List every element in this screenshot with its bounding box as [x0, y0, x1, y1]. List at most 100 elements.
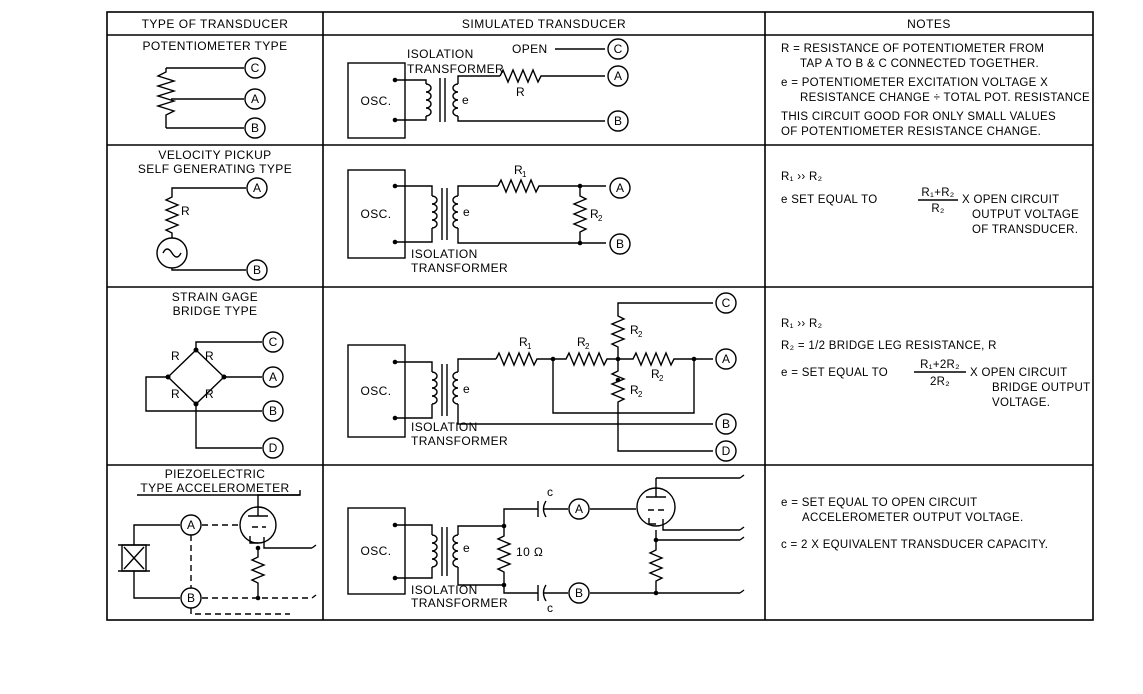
svg-text:D: D — [269, 441, 278, 455]
svg-text:OF TRANSDUCER.: OF TRANSDUCER. — [972, 224, 1078, 236]
svg-text:C: C — [614, 42, 623, 56]
notes-potentiometer: R = RESISTANCE OF POTENTIOMETER FROM TAP… — [781, 43, 1090, 138]
simulated-piezo-circuit: OSC. c c 10 Ω e ISOLATION TRANS — [347, 474, 745, 615]
svg-text:THIS CIRCUIT GOOD FOR ONLY SMA: THIS CIRCUIT GOOD FOR ONLY SMALL VALUES — [781, 111, 1056, 123]
svg-text:R: R — [205, 387, 214, 401]
svg-text:TRANSFORMER: TRANSFORMER — [411, 434, 508, 448]
svg-text:R: R — [171, 349, 180, 363]
svg-text:R₂ = 1/2 BRIDGE LEG RESISTA: R₂ = 1/2 BRIDGE LEG RESISTANCE, R — [781, 340, 997, 352]
svg-text:R: R — [519, 335, 528, 349]
svg-text:ISOLATION: ISOLATION — [407, 47, 474, 61]
svg-text:PIEZOELECTRIC: PIEZOELECTRIC — [165, 467, 266, 481]
svg-text:OSC.: OSC. — [361, 384, 392, 398]
header-notes: NOTES — [907, 17, 951, 31]
simulated-bridge-circuit: OSC. e R 1 — [347, 292, 737, 462]
svg-text:D: D — [722, 444, 731, 458]
svg-text:2R₂: 2R₂ — [930, 376, 950, 388]
table-grid — [106, 11, 1094, 621]
svg-text:SELF GENERATING TYPE: SELF GENERATING TYPE — [138, 162, 292, 176]
notes-strain-gage: R₁ ›› R₂ R₂ = 1/2 BRIDGE LEG RESISTANCE,… — [781, 318, 1090, 409]
svg-text:2: 2 — [659, 374, 664, 383]
svg-text:ISOLATION: ISOLATION — [411, 420, 478, 434]
svg-text:1: 1 — [522, 170, 527, 179]
row-potentiometer: POTENTIOMETER TYPE C A B OSC. — [143, 38, 1090, 139]
svg-text:R: R — [577, 335, 586, 349]
svg-text:B: B — [616, 237, 624, 251]
row-piezoelectric: PIEZOELECTRIC TYPE ACCELEROMETER A B — [118, 467, 1048, 615]
svg-text:A: A — [616, 181, 624, 195]
svg-text:A: A — [575, 502, 583, 516]
svg-text:ISOLATION: ISOLATION — [411, 247, 478, 261]
oscillator-box — [347, 507, 406, 595]
svg-text:C: C — [269, 335, 278, 349]
svg-text:A: A — [251, 92, 259, 106]
svg-text:X OPEN CIRCUIT: X OPEN CIRCUIT — [962, 194, 1060, 206]
svg-text:OPEN: OPEN — [512, 42, 548, 56]
velocity-pickup-symbol: R A B — [156, 177, 268, 281]
svg-text:A: A — [614, 69, 622, 83]
svg-text:B: B — [253, 263, 261, 277]
svg-text:e = SET EQUAL TO OPEN CIRC: e = SET EQUAL TO OPEN CIRCUIT — [781, 497, 977, 509]
svg-text:A: A — [722, 352, 730, 366]
svg-text:R: R — [171, 387, 180, 401]
svg-text:e: e — [463, 382, 470, 396]
svg-text:B: B — [575, 586, 583, 600]
svg-text:2: 2 — [638, 390, 643, 399]
svg-text:c: c — [547, 485, 553, 499]
svg-text:2: 2 — [638, 330, 643, 339]
svg-text:ISOLATION: ISOLATION — [411, 583, 478, 597]
row-strain-gage: STRAIN GAGE BRIDGE TYPE R R R R C A B D … — [145, 290, 1090, 462]
row-velocity-pickup: VELOCITY PICKUP SELF GENERATING TYPE R A… — [138, 148, 1079, 281]
svg-text:TRANSFORMER: TRANSFORMER — [411, 261, 508, 275]
svg-text:A: A — [269, 370, 277, 384]
svg-text:B: B — [187, 591, 195, 605]
svg-text:R₂: R₂ — [931, 203, 944, 215]
svg-text:R₁ ›› R₂: R₁ ›› R₂ — [781, 318, 822, 330]
svg-text:R = RESISTANCE OF POTENTIOMETE: R = RESISTANCE OF POTENTIOMETER FROM — [781, 43, 1044, 55]
svg-text:R: R — [516, 85, 525, 99]
svg-text:e SET EQUAL TO: e SET EQUAL TO — [781, 194, 877, 206]
svg-text:OUTPUT VOLTAGE: OUTPUT VOLTAGE — [972, 209, 1079, 221]
svg-text:VOLTAGE.: VOLTAGE. — [992, 397, 1050, 409]
svg-text:R: R — [630, 323, 639, 337]
svg-text:e = POTENTIOMETER EXCITATION V: e = POTENTIOMETER EXCITATION VOLTAGE X — [781, 77, 1048, 89]
svg-text:R: R — [181, 204, 190, 218]
potentiometer-symbol: C A B — [155, 57, 266, 139]
notes-velocity-pickup: R₁ ›› R₂ e SET EQUAL TO R₁+R₂ R₂ X OPEN … — [781, 171, 1079, 236]
svg-text:R₁+R₂: R₁+R₂ — [921, 187, 954, 199]
svg-text:TRANSFORMER: TRANSFORMER — [407, 62, 504, 76]
svg-text:10 Ω: 10 Ω — [516, 545, 543, 559]
simulated-potentiometer-circuit: OSC. OPEN ISOLATION TRANSFORMER e R C A … — [347, 38, 629, 139]
svg-text:2: 2 — [585, 342, 590, 351]
type-label: POTENTIOMETER TYPE — [143, 39, 288, 53]
svg-text:B: B — [269, 404, 277, 418]
svg-text:R: R — [630, 383, 639, 397]
svg-text:R₁ ›› R₂: R₁ ›› R₂ — [781, 171, 822, 183]
svg-text:c = 2 X EQUIVALENT TRANSDUCE: c = 2 X EQUIVALENT TRANSDUCER CAPACITY. — [781, 539, 1048, 551]
svg-text:R: R — [651, 367, 660, 381]
svg-text:R: R — [590, 207, 599, 221]
svg-text:TRANSFORMER: TRANSFORMER — [411, 596, 508, 610]
svg-text:1: 1 — [527, 342, 532, 351]
svg-text:OSC.: OSC. — [361, 94, 392, 108]
svg-text:c: c — [547, 601, 553, 615]
terminal-c — [244, 57, 266, 79]
terminal-a — [244, 88, 266, 110]
svg-text:C: C — [722, 296, 731, 310]
svg-text:X OPEN CIRCUIT: X OPEN CIRCUIT — [970, 367, 1068, 379]
svg-text:VELOCITY PICKUP: VELOCITY PICKUP — [158, 148, 271, 162]
simulated-velocity-circuit: OSC. e R 1 R 2 ISOLATION TRANSFORMER A B — [347, 163, 631, 275]
svg-text:B: B — [722, 417, 730, 431]
oscillator-box — [347, 344, 406, 438]
notes-piezoelectric: e = SET EQUAL TO OPEN CIRCUIT ACCELEROME… — [781, 497, 1048, 551]
svg-text:B: B — [251, 121, 259, 135]
svg-text:2: 2 — [598, 214, 603, 223]
svg-text:BRIDGE TYPE: BRIDGE TYPE — [173, 304, 258, 318]
svg-text:OSC.: OSC. — [361, 207, 392, 221]
svg-text:A: A — [187, 518, 195, 532]
svg-text:R: R — [205, 349, 214, 363]
svg-text:A: A — [253, 181, 261, 195]
header-type: TYPE OF TRANSDUCER — [142, 17, 289, 31]
svg-text:TYPE ACCELEROMETER: TYPE ACCELEROMETER — [140, 481, 289, 495]
